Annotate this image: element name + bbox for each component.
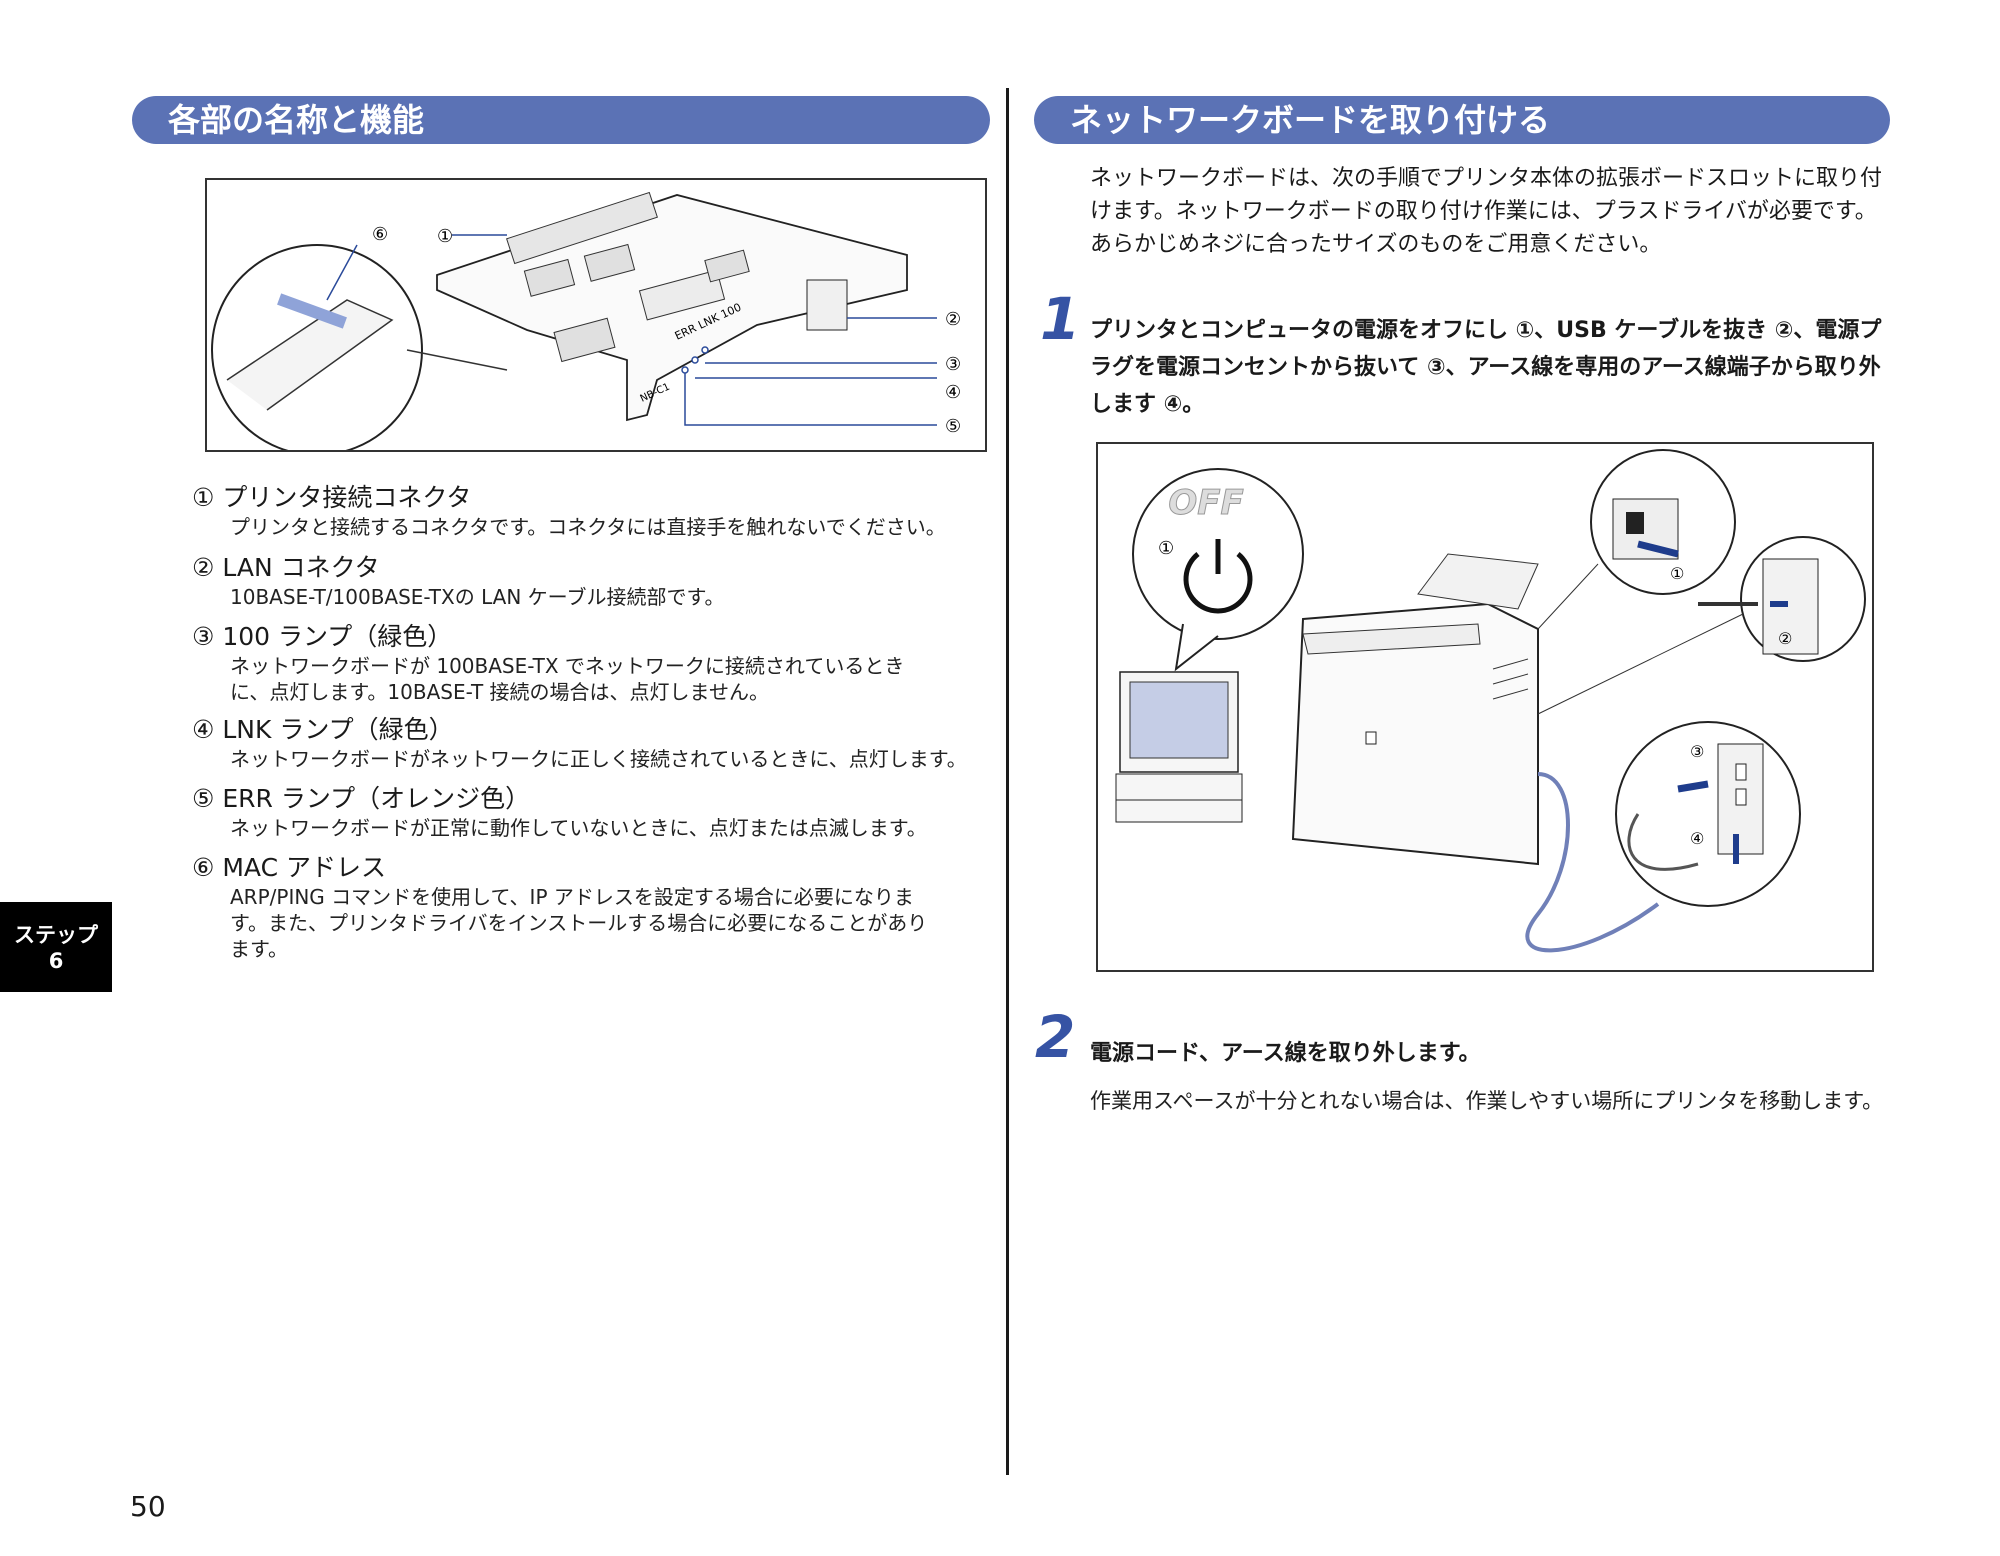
part-item-mac-address: ⑥ MAC アドレス ARP/PING コマンドを使用して、IP アドレスを設定… [192, 852, 992, 962]
right-section-header: ネットワークボードを取り付ける [1034, 96, 1890, 144]
printer-icon [1291, 602, 1539, 866]
part-title: ④ LNK ランプ（緑色） [192, 715, 454, 744]
callout-2: ② [945, 309, 961, 330]
power-cord-icon [1525, 772, 1660, 953]
page-number: 50 [130, 1490, 166, 1523]
step-tab-number: 6 [48, 949, 64, 973]
part-description: ネットワークボードがネットワークに正しく接続されているときに、点灯します。 [230, 747, 967, 771]
callout-1: ① [437, 226, 453, 247]
part-item-lan-connector: ② LAN コネクタ 10BASE-T/100BASE-TXの LAN ケーブル… [192, 552, 992, 610]
lan-connector-icon [806, 279, 848, 331]
callout-switch-1: ① [1670, 564, 1684, 583]
part-item-printer-connector: ① プリンタ接続コネクタ プリンタと接続するコネクタです。コネクタには直接手を触… [192, 482, 992, 540]
callout-3: ③ [945, 354, 961, 375]
lamp-lnk-icon [691, 356, 699, 364]
part-title: ② LAN コネクタ [192, 553, 380, 582]
printer-connector-icon [506, 191, 658, 265]
lamp-100-icon [701, 346, 709, 354]
step-1-text: プリンタとコンピュータの電源をオフにし ①、USB ケーブルを抜き ②、電源プラ… [1090, 318, 1882, 417]
step-2-subtext: 作業用スペースが十分とれない場合は、作業しやすい場所にプリンタを移動します。 [1090, 1089, 1884, 1113]
mac-address-label-icon [277, 293, 347, 329]
part-item-lnk-lamp: ④ LNK ランプ（緑色） ネットワークボードがネットワークに正しく接続されてい… [192, 714, 992, 772]
intro-paragraph: ネットワークボードは、次の手順でプリンタ本体の拡張ボードスロットに取り付けます。… [1090, 166, 1883, 257]
step-tab: ステップ 6 [0, 902, 112, 992]
part-title: ① プリンタ接続コネクタ [192, 483, 472, 512]
part-item-100-lamp: ③ 100 ランプ（緑色） ネットワークボードが 100BASE-TX でネット… [192, 621, 992, 705]
part-description: ARP/PING コマンドを使用して、IP アドレスを設定する場合に必要になりま… [230, 885, 928, 961]
callout-4: ④ [945, 382, 961, 403]
step-number-2: 2 [1035, 1003, 1076, 1071]
callout-5: ⑤ [945, 416, 961, 437]
arrow-icon [1637, 540, 1679, 558]
callout-usb-2: ② [1778, 629, 1792, 648]
callout-ground-4: ④ [1690, 829, 1704, 848]
part-description: プリンタと接続するコネクタです。コネクタには直接手を触れないでください。 [230, 515, 946, 539]
part-title: ⑤ ERR ランプ（オレンジ色） [192, 784, 531, 813]
part-description: ネットワークボードが正常に動作していないときに、点灯または点滅します。 [230, 816, 927, 840]
part-title: ③ 100 ランプ（緑色） [192, 622, 453, 651]
step-tab-label: ステップ [14, 923, 98, 947]
off-label: OFF [1168, 483, 1243, 523]
part-item-err-lamp: ⑤ ERR ランプ（オレンジ色） ネットワークボードが正常に動作していないときに… [192, 783, 992, 841]
lamp-err-icon [681, 366, 689, 374]
power-icon [1183, 552, 1253, 614]
power-switch-icon [1626, 512, 1644, 534]
column-divider [1006, 88, 1009, 1475]
computer-unit-icon [1115, 799, 1243, 823]
network-board-illustration: ⑥ ERR LNK 100 NB-C1 ① ② ③ ④ ⑤ [211, 191, 961, 456]
step-2-text: 電源コード、アース線を取り外します。 [1090, 1041, 1481, 1066]
printer-illustration: OFF ① ① ② ③ [1115, 449, 1866, 953]
part-title: ⑥ MAC アドレス [192, 853, 386, 882]
step-number-1: 1 [1040, 285, 1081, 353]
part-description: ネットワークボードが 100BASE-TX でネットワークに接続されているとき … [230, 654, 905, 704]
callout-6: ⑥ [372, 224, 388, 245]
callout-off-1: ① [1158, 538, 1174, 559]
printer-figure: OFF ① ① ② ③ [1096, 442, 1874, 972]
callout-plug-3: ③ [1690, 742, 1704, 761]
left-section-header: 各部の名称と機能 [132, 96, 990, 144]
network-board-figure: ⑥ ERR LNK 100 NB-C1 ① ② ③ ④ ⑤ [205, 178, 987, 456]
part-description: 10BASE-T/100BASE-TXの LAN ケーブル接続部です。 [230, 585, 725, 609]
